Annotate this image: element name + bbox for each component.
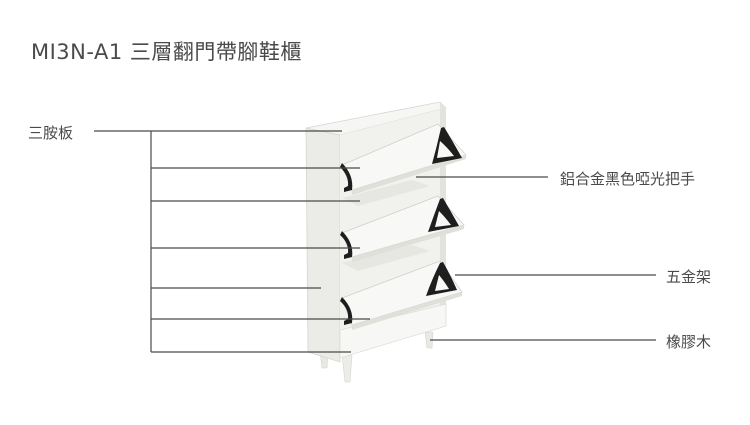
label-aluminum-handle: 鋁合金黑色啞光把手 xyxy=(560,170,696,188)
hinge-right-bottom xyxy=(426,262,457,296)
handle-left-bottom xyxy=(340,297,353,325)
cabinet-base xyxy=(339,303,447,359)
right-callout-lines xyxy=(416,176,656,341)
label-hardware-rack: 五金架 xyxy=(666,268,712,286)
handle-left-top xyxy=(340,163,353,192)
hinge-right-middle xyxy=(428,198,459,232)
label-melamine-board: 三胺板 xyxy=(28,124,74,142)
label-rubberwood: 橡膠木 xyxy=(666,333,712,351)
cabinet-side-panel xyxy=(305,127,341,363)
shoe-cabinet-illustration xyxy=(305,101,467,383)
hinge-right-top xyxy=(432,127,462,164)
product-title: MI3N-A1 三層翻門帶腳鞋櫃 xyxy=(31,40,302,64)
handle-left-middle xyxy=(340,231,353,259)
leg-back-right xyxy=(424,331,434,349)
melamine-callout-lines xyxy=(94,130,370,353)
leg-front-right xyxy=(341,354,353,383)
